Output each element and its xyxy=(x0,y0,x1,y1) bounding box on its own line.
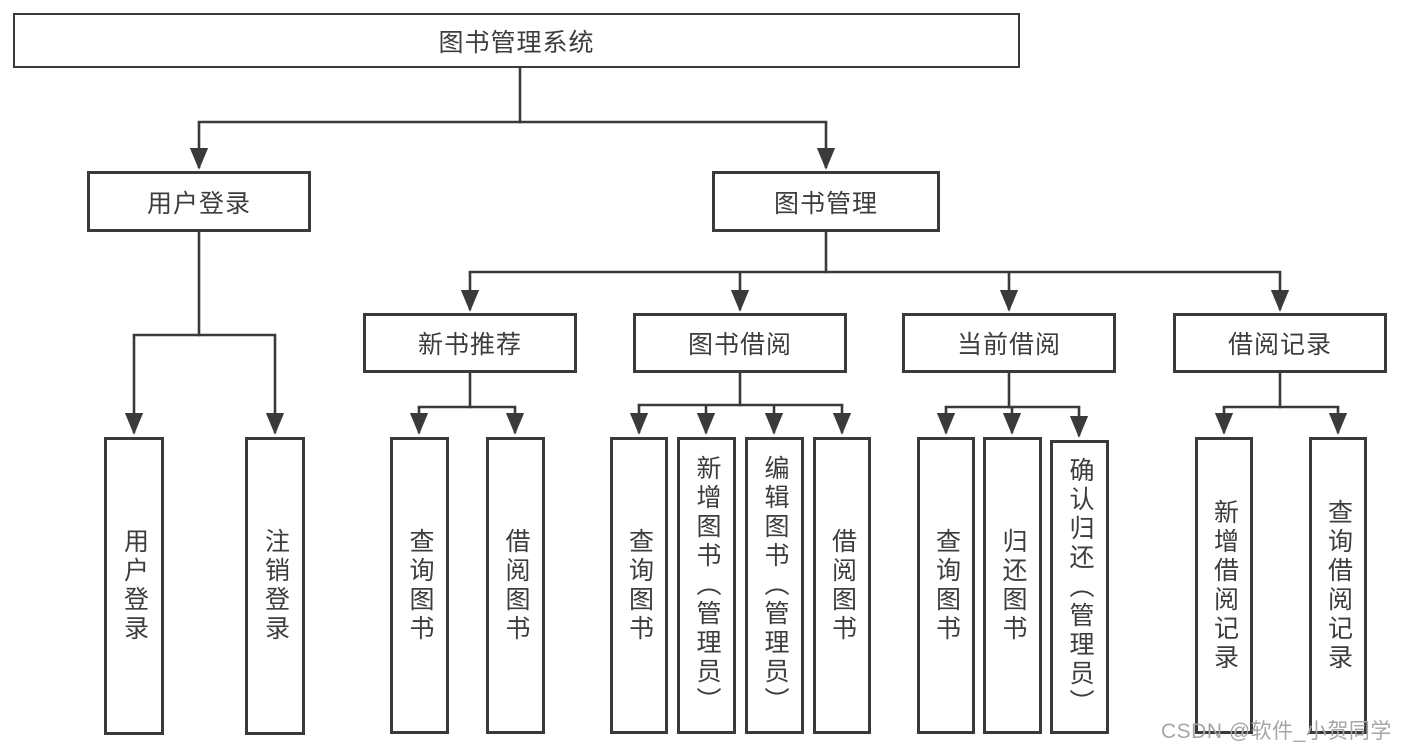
leaf-query-borrow-record-label: 查询借阅记录 xyxy=(1324,498,1353,673)
leaf-user-login: 用户登录 xyxy=(104,437,164,735)
leaf-logout-label: 注销登录 xyxy=(261,528,290,644)
leaf-add-book-admin: 新增图书（管理员） xyxy=(677,437,736,734)
leaf-confirm-return-admin: 确认归还（管理员） xyxy=(1050,440,1109,734)
node-user-login: 用户登录 xyxy=(87,171,311,232)
leaf-borrow-book-label: 借阅图书 xyxy=(828,527,857,644)
leaf-return-book-label: 归还图书 xyxy=(999,527,1027,644)
leaf-current-query-book: 查询图书 xyxy=(917,437,975,734)
leaf-borrow-query-book-label: 查询图书 xyxy=(625,527,654,644)
node-book-management-label: 图书管理 xyxy=(773,189,878,218)
leaf-newrec-query-book: 查询图书 xyxy=(390,437,449,734)
csdn-watermark: CSDN @软件_小贺同学 xyxy=(1161,720,1392,743)
leaf-newrec-query-book-label: 查询图书 xyxy=(406,527,434,644)
leaf-logout: 注销登录 xyxy=(245,437,305,735)
leaf-add-borrow-record: 新增借阅记录 xyxy=(1195,437,1253,734)
leaf-user-login-label: 用户登录 xyxy=(120,528,149,644)
leaf-borrow-query-book: 查询图书 xyxy=(610,437,668,734)
node-new-book-recommend: 新书推荐 xyxy=(363,313,577,373)
leaf-newrec-borrow-book: 借阅图书 xyxy=(486,437,545,734)
node-borrow-record-label: 借阅记录 xyxy=(1227,331,1332,359)
leaf-add-borrow-record-label: 新增借阅记录 xyxy=(1210,498,1239,673)
leaf-newrec-borrow-book-label: 借阅图书 xyxy=(502,527,530,644)
leaf-add-book-admin-label: 新增图书（管理员） xyxy=(693,455,721,716)
leaf-borrow-book: 借阅图书 xyxy=(813,437,871,734)
node-book-borrow-label: 图书借阅 xyxy=(687,331,792,359)
node-user-login-label: 用户登录 xyxy=(146,189,251,218)
leaf-edit-book-admin: 编辑图书（管理员） xyxy=(745,437,804,734)
node-new-book-recommend-label: 新书推荐 xyxy=(417,331,522,359)
leaf-query-borrow-record: 查询借阅记录 xyxy=(1309,437,1367,734)
node-book-borrow: 图书借阅 xyxy=(633,313,847,373)
leaf-edit-book-admin-label: 编辑图书（管理员） xyxy=(761,455,789,716)
node-root: 图书管理系统 xyxy=(13,13,1020,68)
leaf-confirm-return-admin-label: 确认归还（管理员） xyxy=(1066,456,1094,718)
leaf-return-book: 归还图书 xyxy=(983,437,1042,734)
node-root-label: 图书管理系统 xyxy=(438,28,595,57)
node-borrow-record: 借阅记录 xyxy=(1173,313,1387,373)
node-current-borrow-label: 当前借阅 xyxy=(956,331,1061,359)
node-book-management: 图书管理 xyxy=(712,171,940,232)
node-current-borrow: 当前借阅 xyxy=(902,313,1116,373)
leaf-current-query-book-label: 查询图书 xyxy=(932,527,961,644)
